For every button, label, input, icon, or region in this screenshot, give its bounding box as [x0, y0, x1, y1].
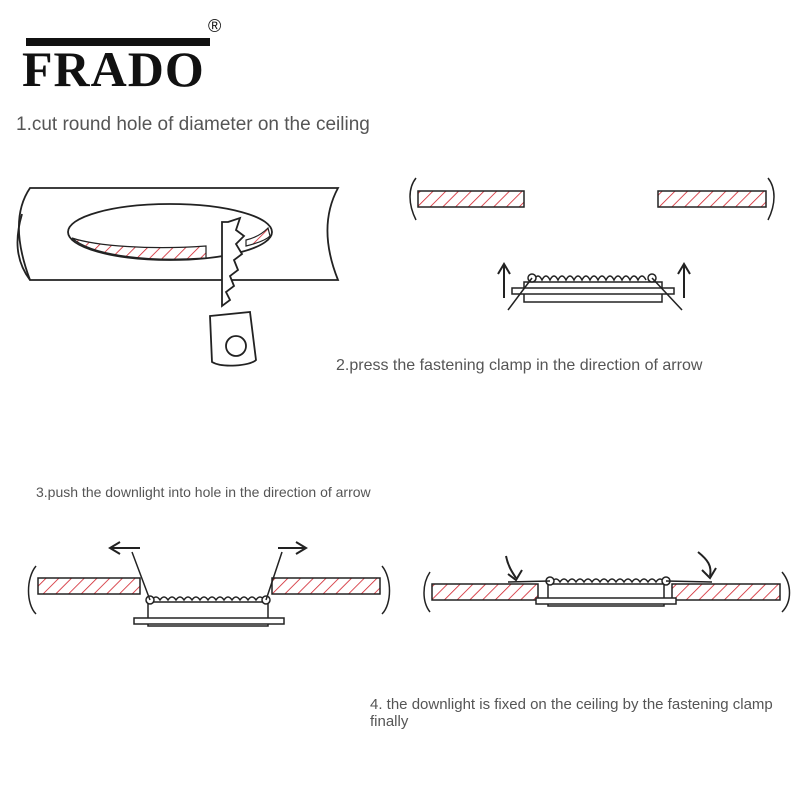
logo-bar: [26, 38, 210, 46]
arrow-up-icon: [677, 262, 691, 298]
downlight: [131, 551, 285, 627]
step-3-text: 3.push the downlight into hole in the di…: [36, 484, 371, 500]
figure-4-fixed-downlight: [423, 551, 791, 613]
arrow-left-icon: [108, 541, 140, 555]
ceiling-section-left: [431, 583, 539, 601]
ceiling-cut-left: [27, 565, 37, 615]
figure-3-push-downlight: [27, 541, 391, 627]
ceiling-cut-left: [423, 571, 431, 613]
curved-arrow-down-icon: [505, 555, 523, 582]
saw-icon: [209, 216, 257, 367]
hole-hatch-right: [245, 226, 271, 247]
figure-1-cut-hole: [16, 187, 340, 367]
downlight-with-clamp: [507, 273, 683, 311]
ceiling-section-right: [657, 190, 767, 208]
figure-2-press-clamp: [409, 177, 775, 311]
ceiling-cut-right: [781, 571, 791, 613]
downlight-installed: [507, 576, 713, 607]
step-4-text: 4. the downlight is fixed on the ceiling…: [370, 696, 773, 730]
ceiling-section-left: [37, 577, 141, 595]
ceiling-cut-left: [409, 177, 417, 221]
curved-arrow-down-icon: [697, 551, 717, 580]
ceiling-cut-right: [767, 177, 775, 221]
ceiling-edge-left: [16, 213, 31, 281]
step-1-text: 1.cut round hole of diameter on the ceil…: [16, 114, 370, 135]
ceiling-section-right: [671, 583, 781, 601]
ceiling-cut-right: [381, 565, 391, 615]
brand-name: FRADO: [22, 41, 205, 97]
arrow-right-icon: [278, 541, 308, 555]
step-2-text: 2.press the fastening clamp in the direc…: [336, 357, 703, 374]
hole-hatch-left: [71, 237, 207, 260]
ceiling-section-right: [271, 577, 381, 595]
registered-mark: ®: [208, 16, 222, 36]
ceiling-section-left: [417, 190, 525, 208]
brand-logo: FRADO ®: [18, 16, 228, 100]
arrow-up-icon: [497, 262, 511, 298]
